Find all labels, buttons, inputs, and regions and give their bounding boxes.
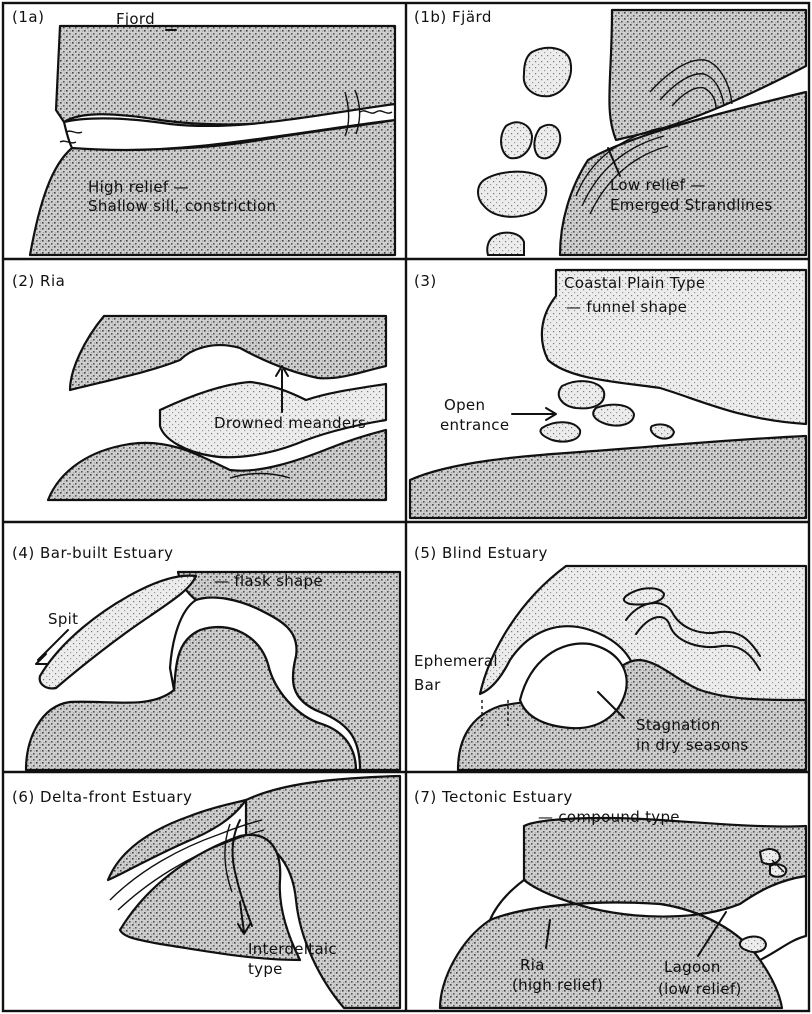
- panel-1a-label-2: Shallow sill, constriction: [88, 197, 276, 215]
- panel-7-title: (7) Tectonic Estuary: [414, 788, 573, 806]
- panel-7-tectonic: (7) Tectonic Estuary — compound type Ria…: [414, 788, 806, 1008]
- panel-7-label-5: (low relief): [658, 980, 742, 998]
- panel-6-delta-front: (6) Delta-front Estuary Interdeltaic typ…: [12, 776, 400, 1008]
- panel-7-label-3: (high relief): [512, 976, 603, 994]
- panel-4-bar-built: (4) Bar-built Estuary — flask shape Spit: [12, 544, 400, 770]
- panel-6-label-2: type: [248, 960, 283, 978]
- panel-1a-label-1: High relief —: [88, 178, 189, 196]
- panel-3-title: (3): [414, 272, 437, 290]
- panel-2-label-1: Drowned meanders: [214, 414, 366, 432]
- panel-4-title: (4) Bar-built Estuary: [12, 544, 174, 562]
- panel-1b-title: (1b) Fjärd: [414, 8, 492, 26]
- panel-5-title: (5) Blind Estuary: [414, 544, 548, 562]
- panel-6-title: (6) Delta-front Estuary: [12, 788, 192, 806]
- panel-5-label-2: Bar: [414, 676, 441, 694]
- panel-7-label-1: — compound type: [538, 808, 680, 826]
- panel-5-label-3: Stagnation: [636, 716, 721, 734]
- panel-4-label-1: — flask shape: [214, 572, 323, 590]
- panel-1a-name: Fjord: [116, 10, 155, 28]
- panel-3-label-1: Coastal Plain Type: [564, 274, 705, 292]
- panel-2-title: (2) Ria: [12, 272, 65, 290]
- panel-1a-title: (1a): [12, 8, 44, 26]
- panel-3-coastal-plain: (3) Coastal Plain Type — funnel shape Op…: [410, 270, 806, 518]
- panel-4-label-2: Spit: [48, 610, 78, 628]
- panel-3-label-3: Open: [444, 396, 485, 414]
- panel-1b-label-2: Emerged Strandlines: [610, 196, 773, 214]
- panel-3-label-4: entrance: [440, 416, 509, 434]
- panel-1b-fjard: (1b) Fjärd Low relief — Emerged Strandli…: [414, 8, 806, 255]
- panel-1a-fjord: (1a) Fjord High relief — Shallow sill, c…: [12, 8, 395, 255]
- panel-6-label-1: Interdeltaic: [248, 940, 337, 958]
- panel-5-label-1: Ephemeral: [414, 652, 498, 670]
- panel-2-ria: (2) Ria Drowned meanders: [12, 272, 386, 500]
- panel-3-label-2: — funnel shape: [566, 298, 687, 316]
- panel-7-label-2: Ria: [520, 956, 545, 974]
- panel-5-blind-estuary: (5) Blind Estuary Ephemeral Bar Stagnati…: [414, 544, 806, 770]
- panel-5-label-4: in dry seasons: [636, 736, 749, 754]
- panel-7-label-4: Lagoon: [664, 958, 721, 976]
- panel-1b-label-1: Low relief —: [610, 176, 706, 194]
